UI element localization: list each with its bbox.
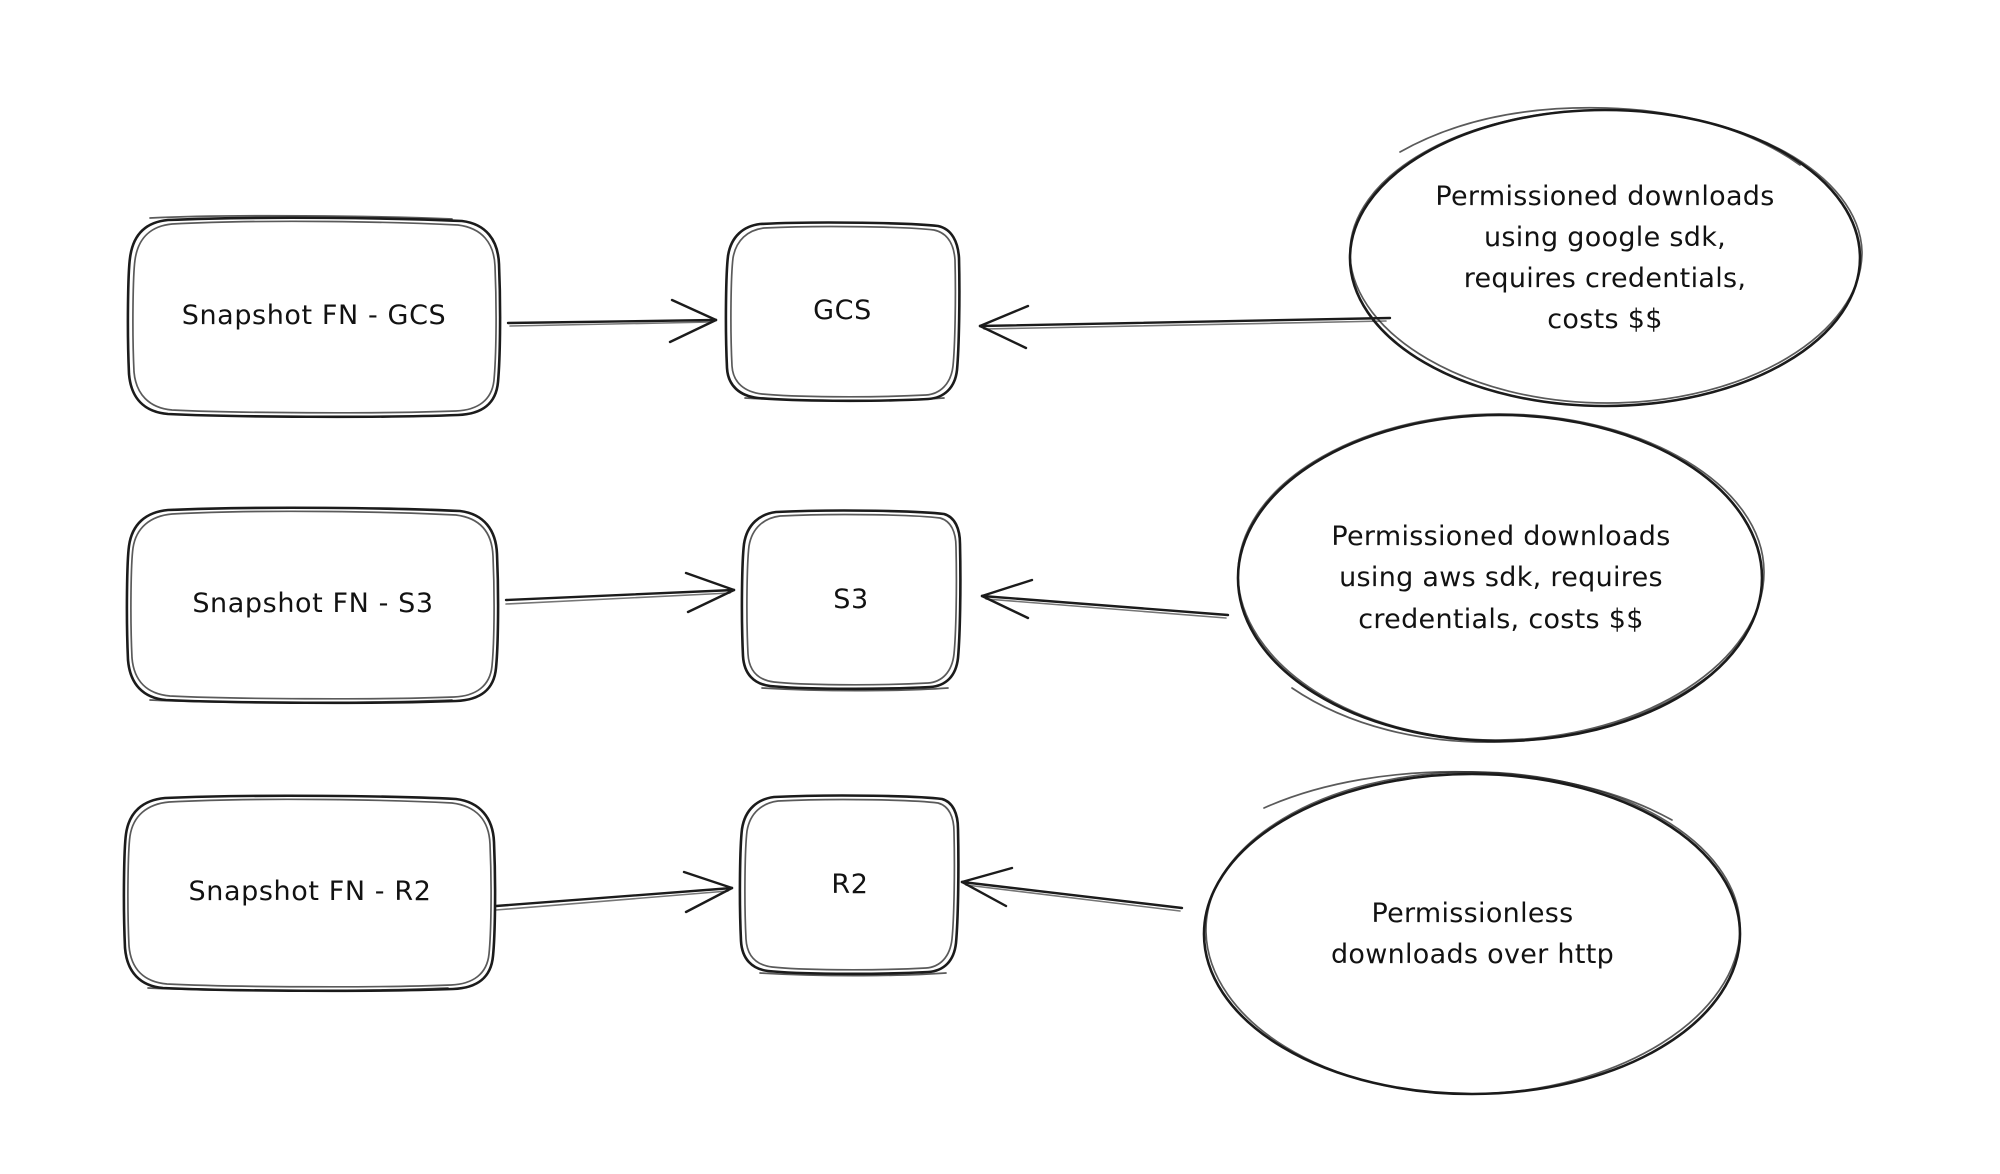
connector-note-gcs-to-gcs [978,304,1392,350]
node-shape-note-r2[interactable] [1202,770,1742,1096]
node-shape-s3[interactable] [740,509,962,692]
node-shape-r2[interactable] [738,794,960,977]
node-shape-snapshot-fn-r2[interactable] [122,794,497,993]
connector-fn-s3-to-s3 [504,571,736,614]
connector-note-s3-to-s3 [980,578,1230,620]
connector-note-r2-to-r2 [960,866,1184,912]
node-shape-note-gcs[interactable] [1348,106,1863,408]
connector-fn-r2-to-r2 [494,870,734,914]
node-shape-snapshot-fn-s3[interactable] [125,506,500,705]
connector-fn-gcs-to-gcs [506,298,718,344]
node-shape-gcs[interactable] [724,221,961,403]
node-shape-snapshot-fn-gcs[interactable] [126,214,502,419]
node-shape-note-s3[interactable] [1236,413,1765,743]
